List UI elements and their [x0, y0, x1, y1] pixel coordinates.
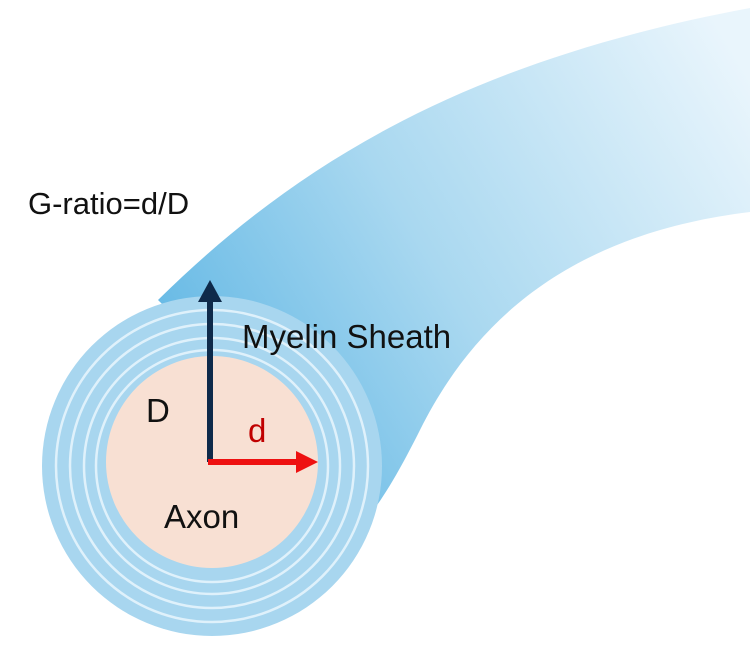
inner-diameter-arrow-head	[296, 451, 318, 473]
axon-label: Axon	[164, 498, 239, 535]
g-ratio-formula-label: G-ratio=d/D	[28, 186, 189, 221]
outer-diameter-label: D	[146, 392, 170, 429]
outer-diameter-arrow	[198, 280, 222, 462]
inner-diameter-label: d	[248, 412, 266, 449]
outer-diameter-arrow-head	[198, 280, 222, 302]
myelin-sheath-label: Myelin Sheath	[242, 318, 451, 355]
inner-diameter-arrow	[208, 451, 318, 473]
